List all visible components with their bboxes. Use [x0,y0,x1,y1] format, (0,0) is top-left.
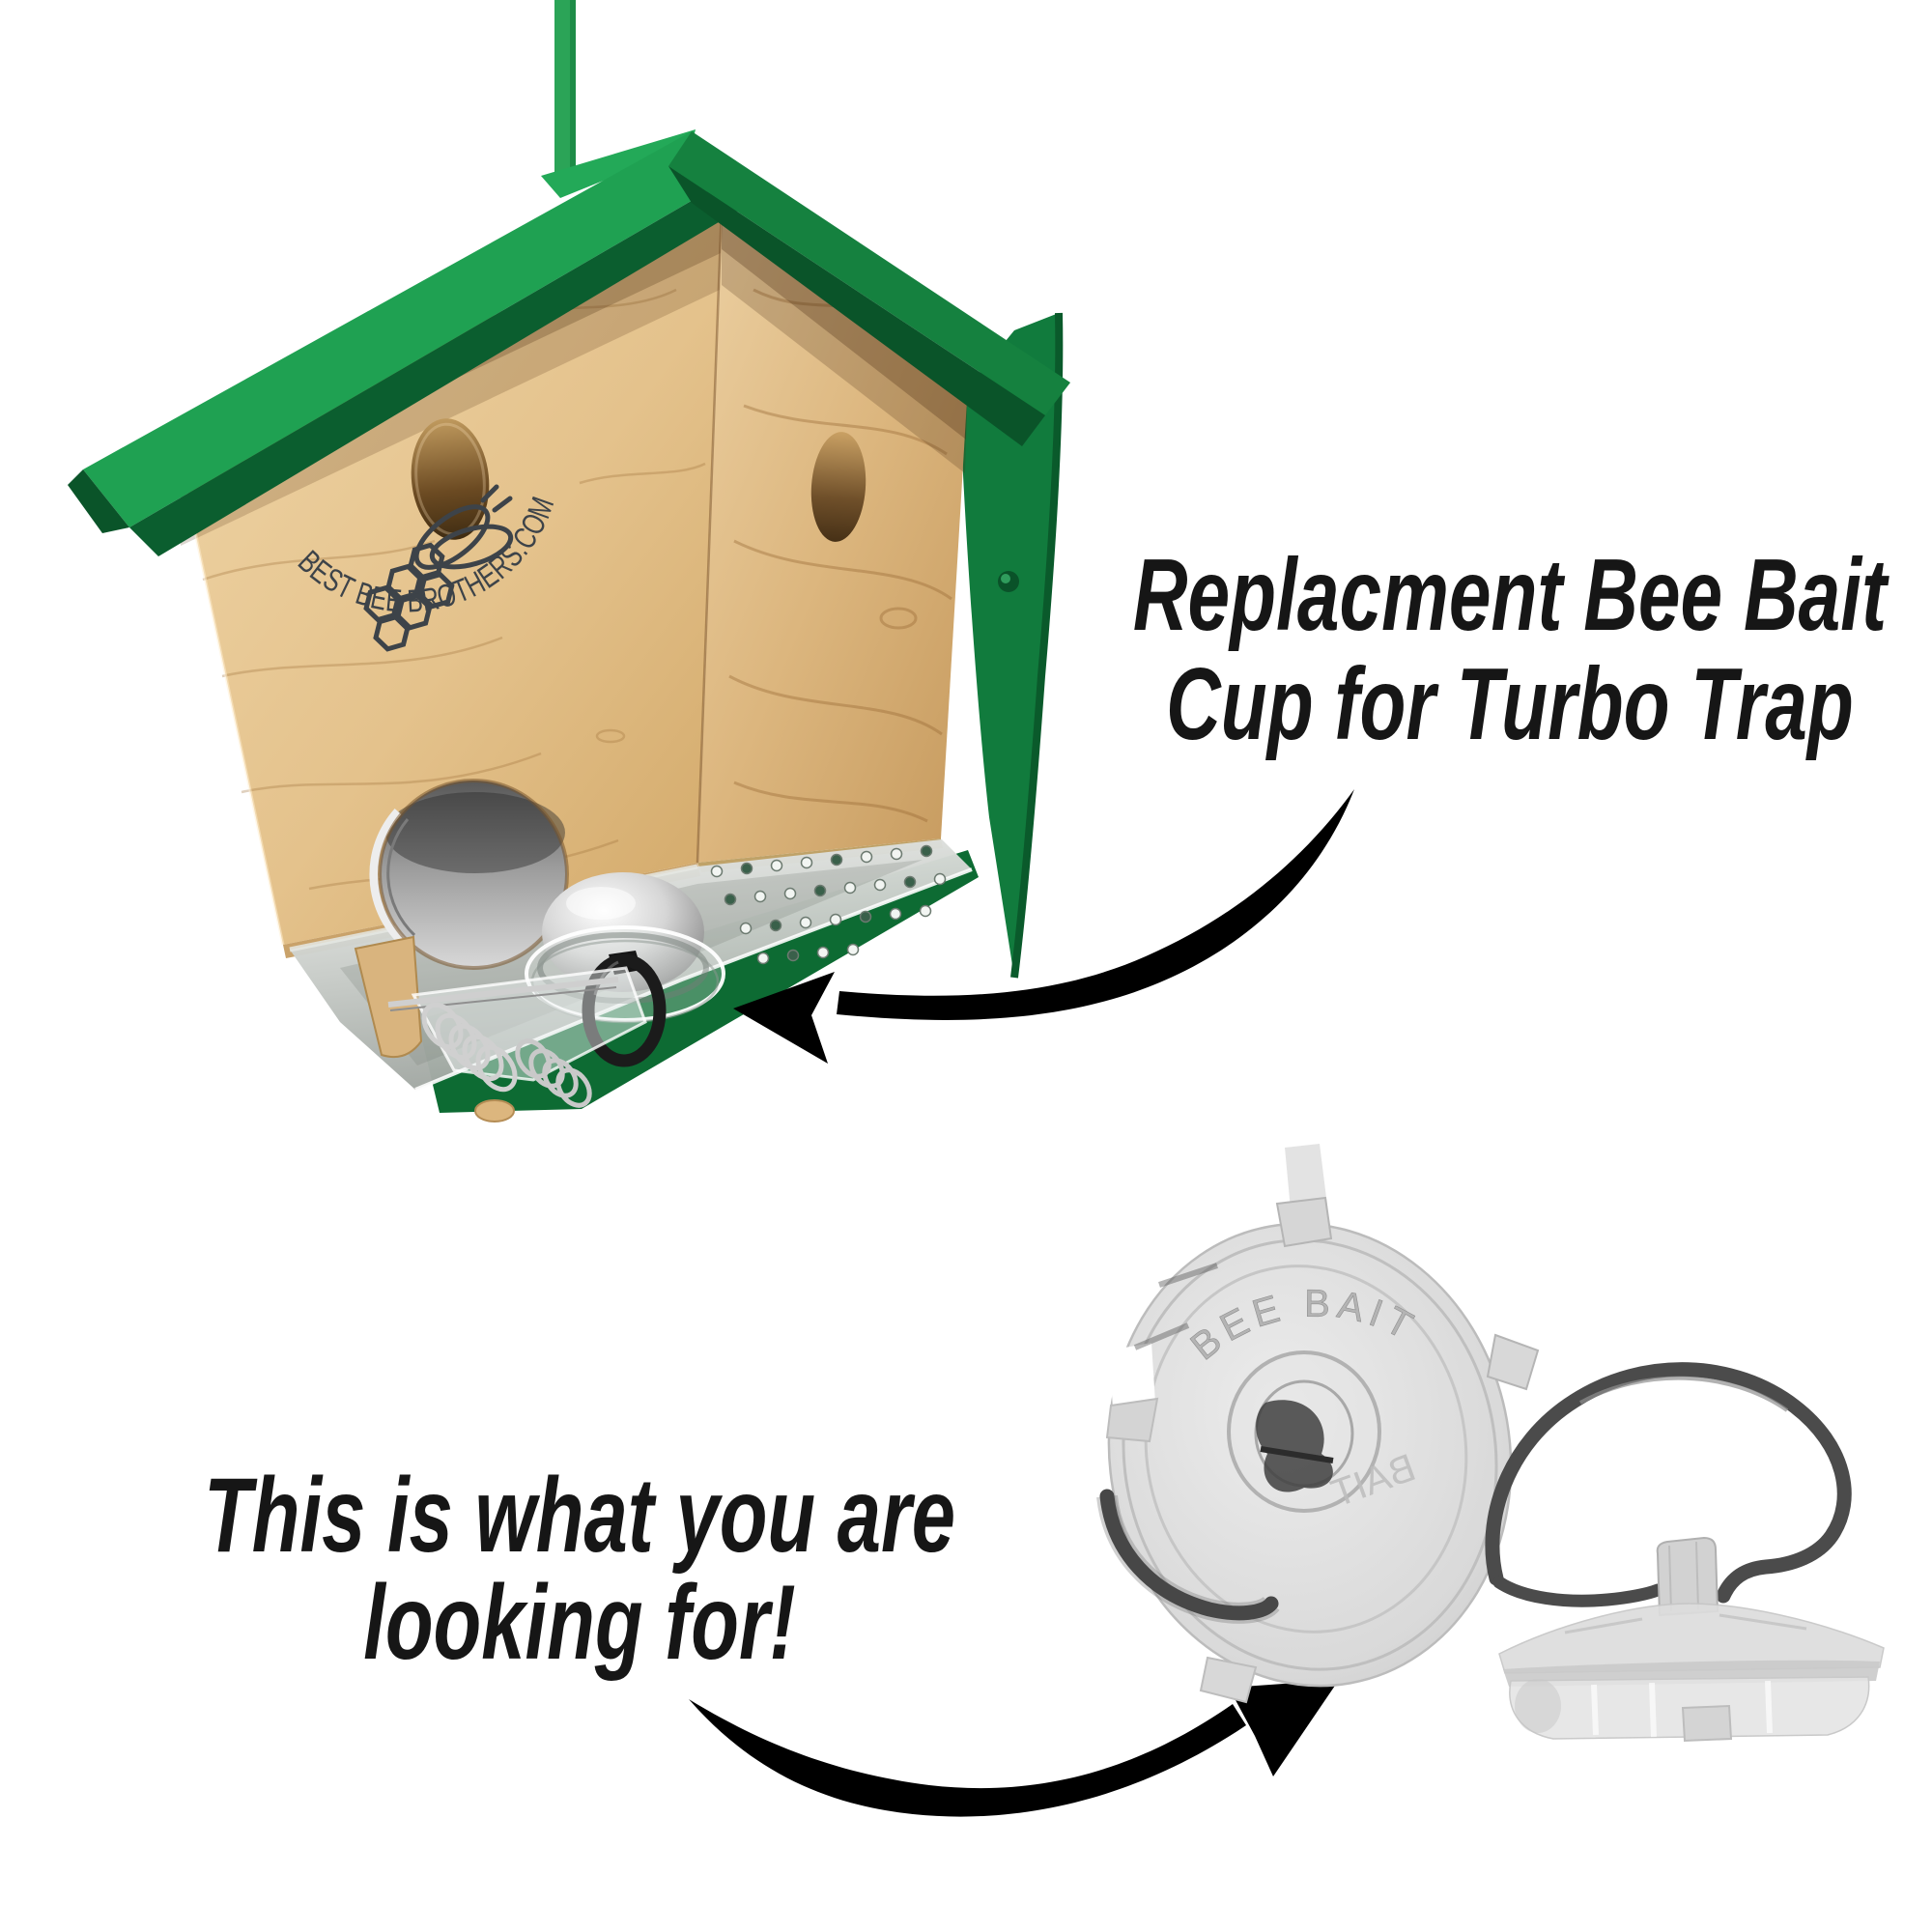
pull-ring-highlight [593,960,619,996]
bottom-annotation: This is what you are looking for! [204,1455,1339,1817]
clip-tab-left [1105,1397,1159,1443]
skirt-foot-tab [1681,1704,1733,1743]
lid-emboss-marks [1564,1613,1807,1634]
roof-top-sliver [541,129,696,198]
roof-left-tip [68,469,129,533]
mounting-hole-highlight [1001,574,1010,583]
wood-pivot-block [354,935,423,1059]
curved-arrow-to-cups-icon [689,1680,1339,1817]
wood-ridge-line [696,207,724,864]
bottom-note-line1: This is what you are [204,1455,955,1575]
hinge-tab [1656,1536,1719,1617]
dome-base-ring [537,932,709,1004]
bottom-note-line2: looking for! [363,1562,796,1682]
roof-left-slope [83,131,724,527]
hanging-cord [554,0,576,184]
door-ring-shade [386,818,416,937]
latch-rod [387,977,619,1008]
cup-lid-side [1498,1603,1885,1674]
door-hole-rim [378,779,569,970]
installed-bait-cup [525,872,725,1067]
bait-tray-assembly [289,779,979,1122]
top-annotation: Replacment Bee Bait Cup for Turbo Trap [733,538,1889,1064]
door-disc [380,781,567,968]
door-shadow [385,792,565,873]
side-panel-face [962,313,1060,978]
side-panel-edge [1010,312,1064,979]
clear-skirt-rim [530,939,720,1024]
roof-left-edge [129,182,738,556]
side-panel [962,312,1064,979]
spring-coil-left [421,1002,518,1093]
wire-handle-icon [1485,1362,1852,1604]
curved-arrow-to-trap-icon [733,789,1354,1064]
entrance-hole-side [810,432,867,542]
wire-handle-lower [1492,1576,1664,1607]
left-notch [1109,1343,1155,1408]
entrance-door [369,779,569,970]
pull-ring [582,953,667,1067]
bee-trap-illustration: BEST BEE BROTHERS.COM [68,0,1070,1122]
clip-tab-top [1275,1196,1333,1248]
wood-knot [879,607,918,630]
cord-shade [570,0,576,184]
dome-highlight [566,887,636,920]
wood-left-edge-highlight [179,463,285,946]
spring-coil-right [515,1038,592,1108]
top-note-line1: Replacment Bee Bait [1133,538,1890,652]
clear-skirt [525,925,725,1022]
roof-right-slope [668,131,1070,415]
cup-rim-ring-outer [1122,1238,1498,1671]
latch-mechanism [354,935,647,1122]
top-note-line2: Cup for Turbo Trap [1166,647,1854,761]
door-ring-arc [369,808,409,949]
wire-handle-front [1099,1489,1279,1621]
wire-highlight [1579,1376,1789,1412]
bee-icon [413,484,514,570]
wood-knot-front [595,728,626,744]
hinge-tab-lines [1668,1541,1699,1612]
roof-right-edge [668,166,1045,446]
clip-tab-right [1486,1333,1540,1391]
wire-shadow-line [1260,1446,1334,1463]
scuff-marks [1133,1263,1218,1350]
wood-dowel [474,1099,515,1122]
roof [68,129,1070,556]
skirt-bulge-shade [1515,1679,1561,1733]
wire-seen-through-plastic [1256,1400,1333,1492]
tray-perforations [710,844,947,965]
wood-front-surface [181,208,722,945]
cup-rim-ring-inner [1144,1264,1468,1634]
roof-shadow-front-soft [181,253,721,546]
clip-tab-bottom [1199,1656,1258,1704]
cup-top-strap [1285,1144,1327,1209]
replacement-cup-side-view [1485,1362,1885,1743]
skirt-highlights [1591,1680,1773,1738]
replacement-cup-top-view: BEE BAIT BAIT [1096,1144,1540,1704]
roof-shadow-right-soft [722,249,966,473]
